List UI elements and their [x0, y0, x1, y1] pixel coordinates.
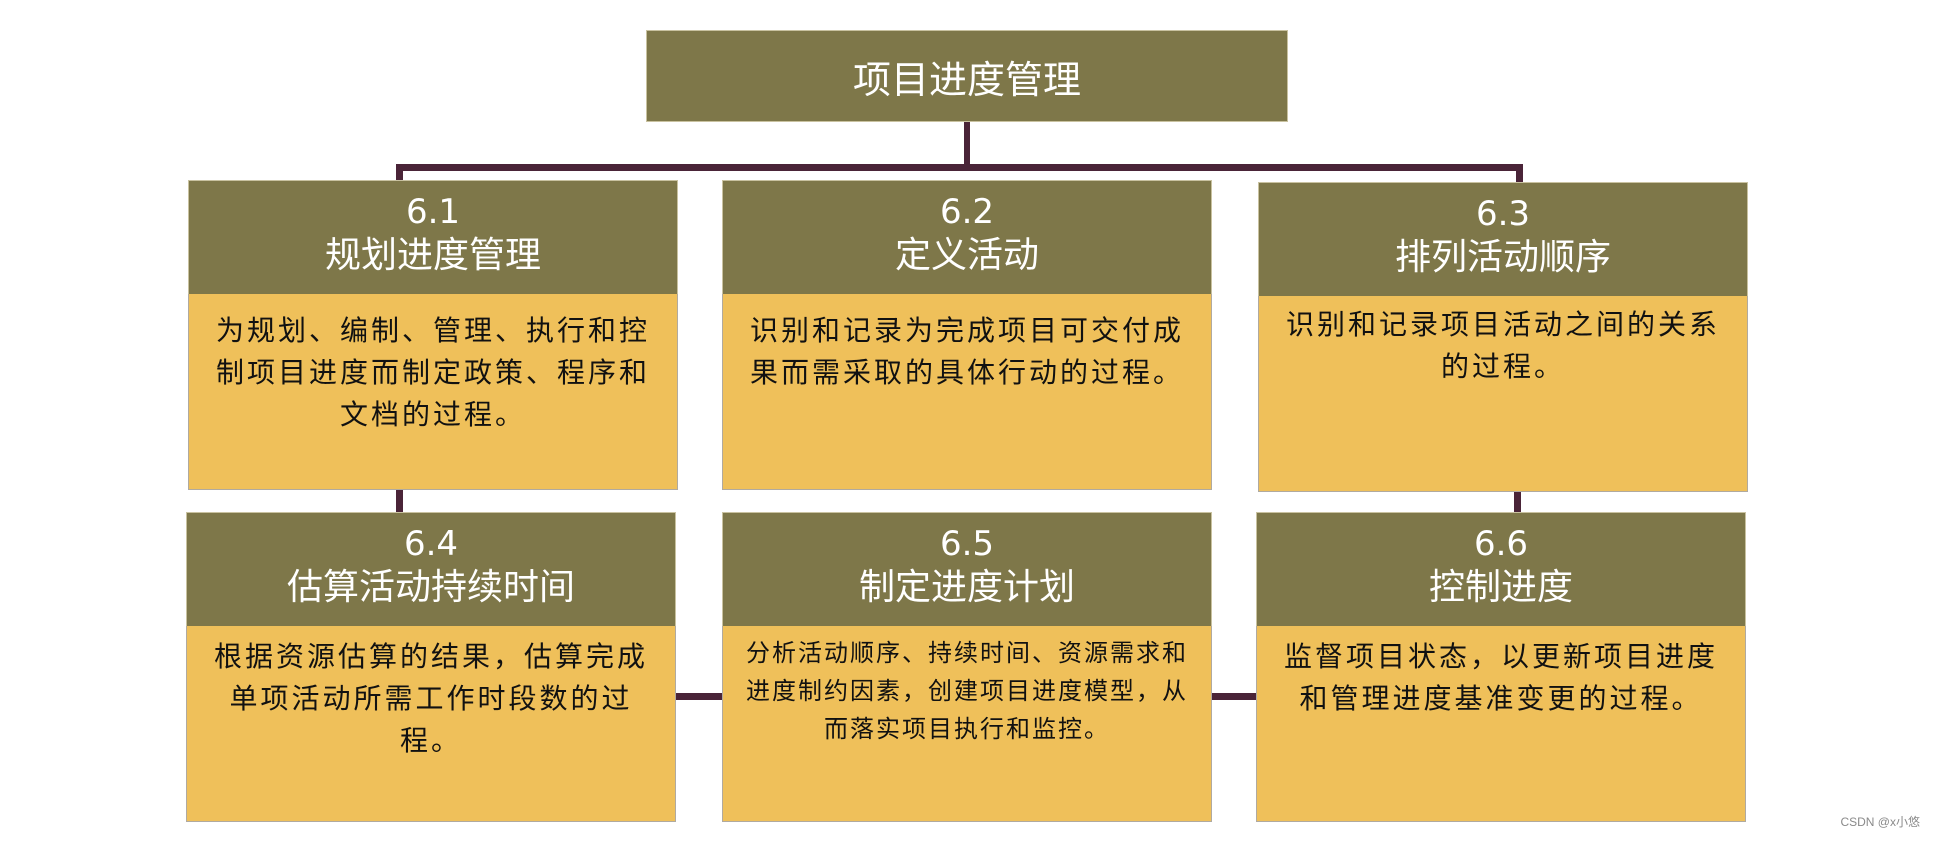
process-card-6-5: 6.5 制定进度计划 分析活动顺序、持续时间、资源需求和进度制约因素，创建项目进…: [722, 512, 1212, 822]
process-header: 6.6 控制进度: [1256, 512, 1746, 626]
connector-to-6-3: [1516, 164, 1523, 182]
process-card-6-6: 6.6 控制进度 监督项目状态，以更新项目进度和管理进度基准变更的过程。: [1256, 512, 1746, 822]
connector-6-5-to-6-6: [1210, 693, 1260, 700]
process-description: 分析活动顺序、持续时间、资源需求和进度制约因素，创建项目进度模型，从而落实项目执…: [722, 626, 1212, 822]
process-title: 排列活动顺序: [1394, 237, 1611, 278]
process-card-6-4: 6.4 估算活动持续时间 根据资源估算的结果，估算完成单项活动所需工作时段数的过…: [186, 512, 676, 822]
process-number: 6.1: [405, 192, 461, 232]
process-description: 识别和记录为完成项目可交付成果而需采取的具体行动的过程。: [722, 294, 1212, 490]
process-header: 6.4 估算活动持续时间: [186, 512, 676, 626]
process-number: 6.4: [403, 524, 459, 564]
process-card-6-2: 6.2 定义活动 识别和记录为完成项目可交付成果而需采取的具体行动的过程。: [722, 180, 1212, 490]
process-title: 制定进度计划: [858, 567, 1075, 608]
process-title: 估算活动持续时间: [286, 567, 575, 608]
root-node: 项目进度管理: [646, 30, 1288, 122]
process-number: 6.6: [1473, 524, 1529, 564]
root-title: 项目进度管理: [852, 57, 1081, 102]
process-title: 规划进度管理: [324, 235, 541, 276]
process-number: 6.2: [939, 192, 995, 232]
process-description: 为规划、编制、管理、执行和控制项目进度而制定政策、程序和文档的过程。: [188, 294, 678, 490]
process-header: 6.2 定义活动: [722, 180, 1212, 294]
process-description: 根据资源估算的结果，估算完成单项活动所需工作时段数的过程。: [186, 626, 676, 822]
process-number: 6.5: [939, 524, 995, 564]
watermark: CSDN @x小悠: [1840, 815, 1920, 829]
process-header: 6.1 规划进度管理: [188, 180, 678, 294]
connector-6-1-to-6-4: [396, 490, 403, 512]
process-card-6-3: 6.3 排列活动顺序 识别和记录项目活动之间的关系的过程。: [1258, 182, 1748, 492]
process-description: 识别和记录项目活动之间的关系的过程。: [1258, 296, 1748, 492]
connector-6-4-to-6-5: [672, 693, 722, 700]
process-card-6-1: 6.1 规划进度管理 为规划、编制、管理、执行和控制项目进度而制定政策、程序和文…: [188, 180, 678, 490]
connector-horizontal-top: [396, 164, 1522, 171]
process-title: 定义活动: [894, 235, 1039, 276]
connector-to-6-1: [396, 164, 403, 182]
connector-6-3-to-6-6: [1514, 490, 1521, 512]
process-description: 监督项目状态，以更新项目进度和管理进度基准变更的过程。: [1256, 626, 1746, 822]
connector-root-down: [964, 122, 970, 170]
process-header: 6.3 排列活动顺序: [1258, 182, 1748, 296]
process-header: 6.5 制定进度计划: [722, 512, 1212, 626]
process-title: 控制进度: [1428, 567, 1573, 608]
process-number: 6.3: [1475, 194, 1531, 234]
